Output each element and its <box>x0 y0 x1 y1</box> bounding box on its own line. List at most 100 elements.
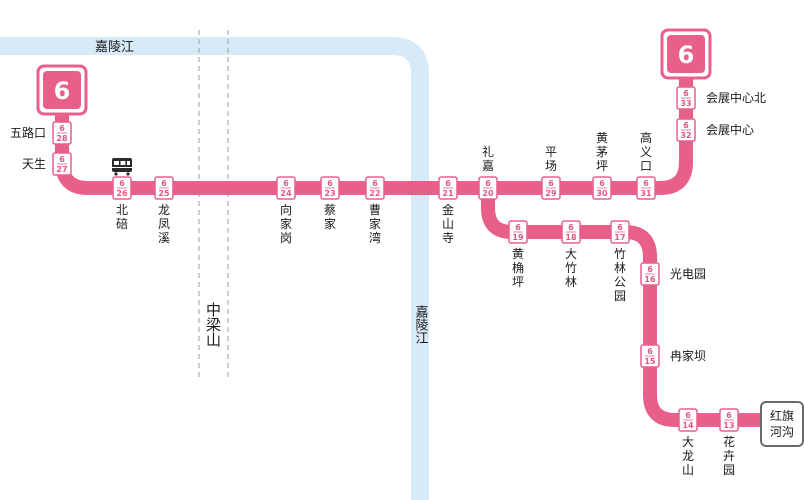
station-code-line: 6 <box>647 347 653 356</box>
station-code-number: 28 <box>56 134 68 143</box>
jialing-river <box>0 37 429 500</box>
station-code-number: 32 <box>680 131 691 140</box>
station-code-line: 6 <box>283 179 289 188</box>
station-28[interactable]: 628 五路口 <box>10 121 72 145</box>
station-name: 礼嘉 <box>482 144 494 173</box>
station-name: 曹家湾 <box>369 203 381 245</box>
station-code-number: 25 <box>158 189 170 198</box>
station-code-number: 17 <box>614 233 625 242</box>
river-label-vertical: 嘉陵江 <box>413 305 429 344</box>
station-name: 天生 <box>22 157 46 171</box>
station-code-number: 15 <box>644 357 656 366</box>
station-name: 冉家坝 <box>670 348 706 363</box>
station-code-line: 6 <box>683 121 689 130</box>
station-code-line: 6 <box>161 179 167 188</box>
station-27[interactable]: 627 天生 <box>22 152 72 176</box>
station-name: 北碚 <box>116 203 128 231</box>
station-26[interactable]: 626 北碚 <box>112 176 132 231</box>
station-code-number: 22 <box>369 189 380 198</box>
station-code-line: 6 <box>515 223 521 232</box>
station-code-line: 6 <box>568 223 574 232</box>
station-name: 竹林公园 <box>614 247 626 303</box>
mountain-label: 中梁山 <box>204 302 222 347</box>
transfer-station-hongqihegou[interactable]: 红旗 河沟 <box>760 401 804 447</box>
station-code-number: 26 <box>116 189 128 198</box>
station-21[interactable]: 621 金山寺 <box>438 176 458 245</box>
line-6-track-main <box>55 60 693 195</box>
line-6-badge-east[interactable]: 6 <box>660 28 712 80</box>
line-6-badge-west[interactable]: 6 <box>36 64 88 116</box>
station-code-number: 19 <box>512 233 524 242</box>
station-code-number: 16 <box>644 275 656 284</box>
station-32[interactable]: 632 会展中心 <box>676 118 754 142</box>
station-code-number: 30 <box>596 189 608 198</box>
station-code-line: 6 <box>683 89 689 98</box>
station-name: 黄茅坪 <box>596 131 608 173</box>
station-name: 花卉园 <box>723 434 735 477</box>
station-name: 平场 <box>545 145 557 173</box>
station-code-line: 6 <box>548 179 554 188</box>
transfer-name-line2: 河沟 <box>770 425 794 439</box>
station-code-line: 6 <box>372 179 378 188</box>
station-30[interactable]: 630 黄茅坪 <box>592 131 612 200</box>
station-name: 会展中心 <box>706 122 754 137</box>
station-code-line: 6 <box>643 179 649 188</box>
station-15[interactable]: 615 冉家坝 <box>640 344 706 368</box>
station-20[interactable]: 620 礼嘉 <box>478 144 498 200</box>
station-22[interactable]: 622 曹家湾 <box>365 176 385 245</box>
station-code-number: 29 <box>545 189 557 198</box>
station-code-number: 33 <box>680 99 691 108</box>
station-name: 高义口 <box>640 130 652 173</box>
station-name: 金山寺 <box>442 202 454 245</box>
station-name: 会展中心北 <box>706 90 766 105</box>
station-code-line: 6 <box>59 124 65 133</box>
station-25[interactable]: 625 龙凤溪 <box>154 176 174 245</box>
line-6-track-branch <box>481 188 765 427</box>
station-code-number: 18 <box>565 233 577 242</box>
svg-text:6: 6 <box>678 41 695 69</box>
station-14[interactable]: 614 大龙山 <box>678 408 698 477</box>
station-code-number: 31 <box>640 189 652 198</box>
station-code-number: 20 <box>482 189 494 198</box>
station-name: 光电园 <box>670 267 706 281</box>
station-code-line: 6 <box>647 265 653 274</box>
station-29[interactable]: 629 平场 <box>541 145 561 200</box>
station-code-number: 27 <box>56 165 67 174</box>
station-code-line: 6 <box>685 411 691 420</box>
station-name: 大龙山 <box>682 435 694 477</box>
station-name: 向家岗 <box>280 202 292 245</box>
station-code-line: 6 <box>59 155 65 164</box>
station-code-number: 13 <box>723 421 734 430</box>
svg-text:6: 6 <box>54 77 71 105</box>
station-code-line: 6 <box>617 223 623 232</box>
station-code-line: 6 <box>445 179 451 188</box>
station-31[interactable]: 631 高义口 <box>636 130 656 200</box>
station-18[interactable]: 618 大竹林 <box>561 220 581 289</box>
station-code-line: 6 <box>599 179 605 188</box>
station-24[interactable]: 624 向家岗 <box>276 176 296 245</box>
station-17[interactable]: 617 竹林公园 <box>610 220 630 303</box>
station-code-number: 21 <box>442 189 454 198</box>
station-name: 五路口 <box>10 125 46 140</box>
transfer-name-line1: 红旗 <box>770 408 794 423</box>
station-code-number: 23 <box>324 189 335 198</box>
station-code-line: 6 <box>485 179 491 188</box>
tram-icon <box>112 158 132 176</box>
station-name: 大竹林 <box>565 247 577 289</box>
station-33[interactable]: 633 会展中心北 <box>676 86 766 110</box>
station-code-line: 6 <box>119 179 125 188</box>
station-name: 黄桷坪 <box>512 247 524 289</box>
station-code-number: 24 <box>280 189 292 198</box>
station-name: 龙凤溪 <box>158 203 170 245</box>
station-code-line: 6 <box>327 179 333 188</box>
station-code-number: 14 <box>682 421 694 430</box>
station-19[interactable]: 619 黄桷坪 <box>508 220 528 289</box>
station-23[interactable]: 623 蔡家 <box>320 176 340 231</box>
river-label-upper: 嘉陵江 <box>95 40 134 55</box>
station-16[interactable]: 616 光电园 <box>640 262 706 286</box>
station-name: 蔡家 <box>324 203 336 231</box>
